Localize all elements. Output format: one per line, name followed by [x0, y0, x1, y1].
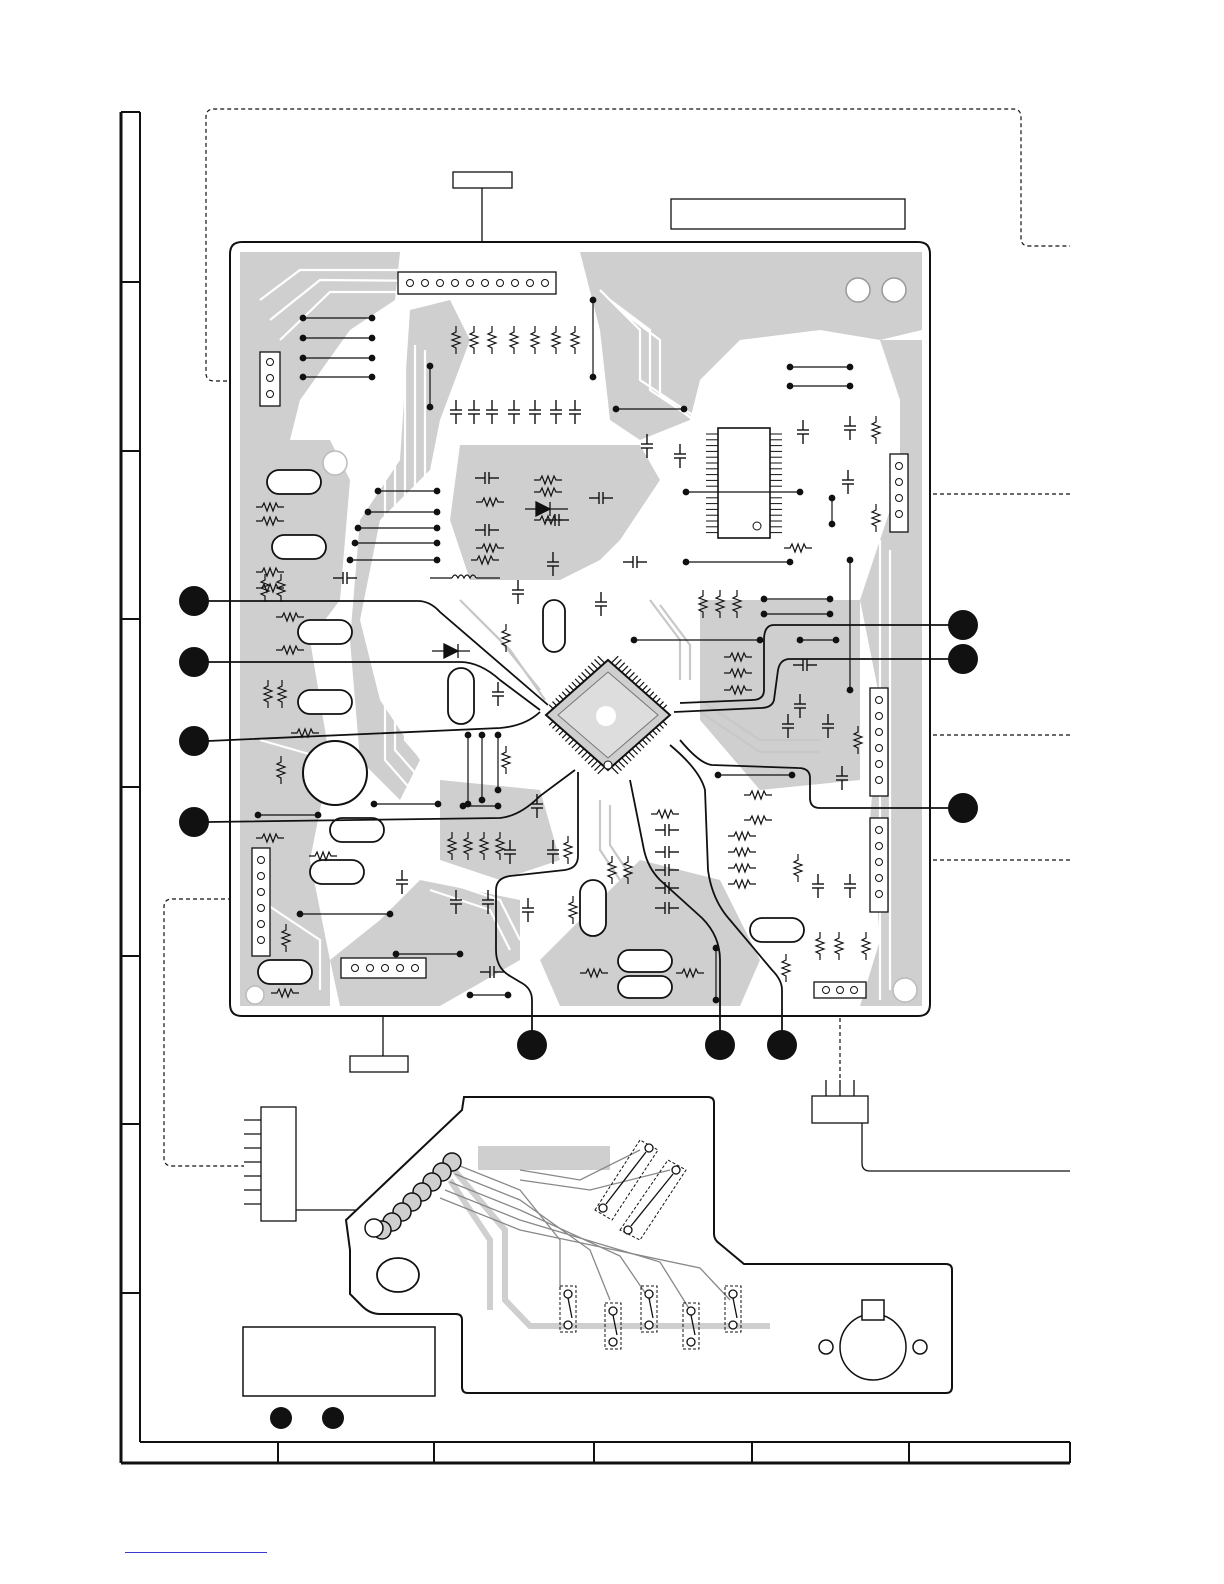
- legend-box: [243, 1327, 435, 1429]
- test-point: [948, 793, 978, 823]
- test-point: [948, 644, 978, 674]
- test-point: [179, 726, 209, 756]
- test-point: [705, 1030, 735, 1060]
- test-point: [948, 610, 978, 640]
- secondary-ic: [706, 428, 782, 538]
- test-point: [179, 586, 209, 616]
- bottom-link-underline: [125, 1552, 267, 1553]
- test-point: [517, 1030, 547, 1060]
- test-point: [179, 807, 209, 837]
- switch-board: [346, 1097, 952, 1393]
- test-point: [179, 647, 209, 677]
- small-connector: [812, 1080, 1070, 1171]
- test-point: [767, 1030, 797, 1060]
